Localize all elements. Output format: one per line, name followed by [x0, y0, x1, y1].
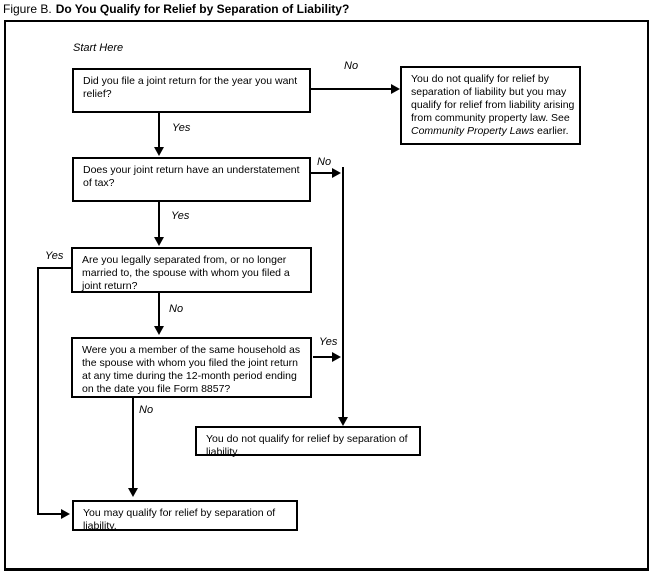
arrowhead-down-icon: [154, 147, 164, 156]
node-q3-text: Are you legally separated from, or no lo…: [82, 254, 290, 292]
node-outcome-no-relief: You do not qualify for relief by separat…: [195, 426, 421, 458]
node-outcome-community-property-text: You do not qualify for relief by separat…: [402, 68, 579, 138]
figure-title-prefix: Figure B.: [3, 2, 52, 16]
edge-q3-yes-line: [38, 267, 72, 269]
node-q1-joint-return: Did you file a joint return for the year…: [72, 68, 311, 113]
edge-q2-no-line: [311, 172, 335, 174]
node-q4-same-household: Were you a member of the same household …: [71, 337, 312, 398]
edge-q2-yes-label: Yes: [171, 210, 190, 222]
node-outcome-may-qualify: You may qualify for relief by separation…: [72, 500, 298, 532]
edge-q4-no-line: [132, 398, 134, 490]
arrowhead-right-icon: [332, 352, 341, 362]
edge-q3-yes-label: Yes: [45, 250, 64, 262]
arrowhead-right-icon: [61, 509, 70, 519]
outcome-community-text-before: You do not qualify for relief by separat…: [411, 73, 575, 124]
node-outcome-community-property: You do not qualify for relief by separat…: [400, 66, 581, 145]
arrowhead-right-icon: [332, 168, 341, 178]
edge-q1-no-line: [311, 88, 393, 90]
outcome-community-text-italic: Community Property Laws: [411, 125, 535, 137]
node-q3-legally-separated: Are you legally separated from, or no lo…: [71, 247, 312, 293]
node-q2-understatement: Does your joint return have an understat…: [72, 157, 311, 202]
edge-q4-yes-label: Yes: [319, 336, 338, 348]
arrowhead-down-icon: [128, 488, 138, 497]
edge-trunk-left-line: [37, 267, 39, 515]
outcome-community-text-after: earlier.: [534, 125, 569, 137]
edge-q2-yes-line: [158, 202, 160, 239]
node-outcome-no-relief-text: You do not qualify for relief by separat…: [206, 433, 408, 458]
arrowhead-right-icon: [391, 84, 400, 94]
edge-q1-yes-line: [158, 113, 160, 149]
node-q2-text: Does your joint return have an understat…: [83, 164, 300, 189]
arrowhead-down-icon: [338, 417, 348, 426]
node-q4-text: Were you a member of the same household …: [82, 344, 301, 395]
edge-q1-no-label: No: [344, 60, 359, 72]
start-here-label: Start Here: [73, 42, 124, 54]
figure-title: Figure B.Do You Qualify for Relief by Se…: [3, 2, 349, 17]
figure-title-main: Do You Qualify for Relief by Separation …: [55, 2, 350, 16]
node-outcome-may-qualify-text: You may qualify for relief by separation…: [83, 507, 276, 532]
edge-q4-yes-line: [313, 356, 334, 358]
node-q1-text: Did you file a joint return for the year…: [83, 75, 298, 100]
edge-q4-no-label: No: [139, 404, 154, 416]
edge-q3-no-label: No: [169, 303, 184, 315]
edge-q1-yes-label: Yes: [172, 122, 191, 134]
edge-q3-no-line: [158, 293, 160, 328]
edge-q2-no-label: No: [317, 156, 332, 168]
arrowhead-down-icon: [154, 237, 164, 246]
edge-trunk-left-bottom-line: [37, 513, 63, 515]
arrowhead-down-icon: [154, 326, 164, 335]
edge-trunk-right-line: [342, 167, 344, 419]
